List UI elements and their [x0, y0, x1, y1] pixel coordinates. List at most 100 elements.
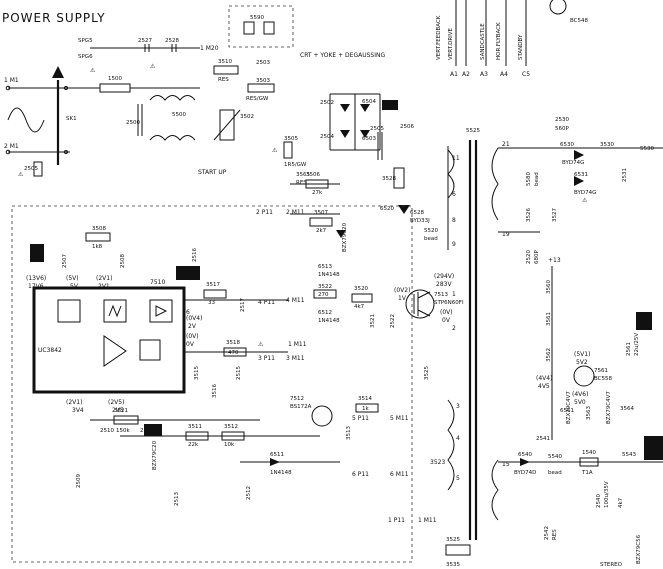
label-2516: 2516 [192, 248, 198, 262]
ic-warn-tag [30, 244, 44, 262]
label-2506: 2506 [400, 124, 414, 130]
warning-symbol-2: ⚠ [90, 67, 96, 74]
value-7512: BS172A [290, 404, 312, 410]
bridge-frame [329, 93, 381, 151]
crt-connector-right [263, 21, 275, 35]
ic-name: UC3842 [38, 347, 62, 354]
value-3565: RES [296, 180, 307, 186]
resistor-3517 [203, 289, 227, 299]
label-6504: 6504 [362, 99, 376, 105]
v-13v6: (13V6) [26, 275, 46, 282]
transformer-core [468, 140, 478, 540]
label-3530: 3530 [600, 142, 614, 148]
value-2520: 680P [534, 250, 540, 264]
value-3522: 270 [318, 292, 329, 298]
label-3517: 3517 [206, 282, 220, 288]
label-2561: 2561 [626, 342, 632, 356]
label-bead1: bead [424, 236, 438, 242]
label-3512: 3512 [224, 424, 238, 430]
conn-2m11: 2 M11 [286, 209, 305, 216]
value-2540: 100u/35V [604, 481, 610, 508]
v-2v1-a: (2V1) [96, 275, 112, 282]
label-3527: 3527 [552, 208, 558, 222]
mosfet-symbol [413, 291, 431, 317]
gate-warn-tag [176, 266, 200, 280]
fuse-1540 [579, 457, 599, 467]
label-6511: 6511 [270, 452, 284, 458]
ic-block-driver [149, 299, 173, 323]
label-6569: BZX79C56 [636, 534, 642, 564]
v-2v5-b: 2V5 [112, 407, 124, 414]
warning-symbol-4: ⚠ [258, 341, 264, 348]
v-1v: 1V [398, 295, 407, 302]
node-5: 5 [456, 475, 460, 482]
sk1-contact-bottom [64, 150, 68, 154]
label-3520: 3520 [354, 286, 368, 292]
label-3545: 4k7 [618, 497, 624, 508]
warning-symbol-3: ⚠ [150, 63, 156, 70]
label-3503: 3503 [256, 78, 270, 84]
ic-uc3842-box [32, 286, 186, 394]
resistor-3505 [283, 141, 293, 159]
resistor-3507 [309, 217, 333, 227]
node-2: 2 [452, 325, 456, 332]
v-0v4: (0V4) [186, 315, 202, 322]
label-5540: 5540 [548, 454, 562, 460]
label-2522: 2522 [390, 314, 396, 328]
label-6513: 6513 [318, 264, 332, 270]
secondary-wires [498, 147, 663, 233]
label-6520: 6520 [380, 206, 394, 212]
v-2v: 2V [188, 323, 197, 330]
resistor-3520 [351, 293, 373, 303]
label-5530: 5530 [640, 146, 654, 152]
filter-5500-bottom [149, 135, 196, 141]
label-2504: 2504 [320, 134, 334, 140]
pin-a3: A3 [480, 71, 488, 78]
conn-5p11: 5 P11 [352, 415, 369, 422]
warning-symbol-6: ⚠ [582, 197, 588, 204]
label-3525: 3525 [424, 366, 430, 380]
v-2v1-c: (2V1) [66, 399, 82, 406]
secondary-coil-2 [491, 459, 499, 521]
ptc-3501 [219, 109, 235, 141]
label-3511: 3511 [188, 424, 202, 430]
label-6506: BZX79C20 [342, 222, 348, 252]
v-5v1: (5V1) [574, 351, 590, 358]
cap-2505 [377, 132, 383, 160]
node-9: 9 [452, 241, 456, 248]
bridge-warn-tag [382, 100, 398, 110]
label-5525: 5525 [466, 128, 480, 134]
value-3505: 1R5/GW [284, 162, 307, 168]
label-2509: 2509 [76, 474, 82, 488]
plus-13: +13 [548, 257, 561, 264]
transformer-aux-coil [447, 399, 455, 491]
label-spg5: SPG5 [78, 38, 93, 44]
label-2528: 2528 [165, 38, 179, 44]
resistor-3521 [113, 415, 139, 425]
label-3522: 3522 [318, 284, 332, 290]
label-3518: 3518 [226, 340, 240, 346]
label-6530: 6530 [560, 142, 574, 148]
v-294v: (294V) [434, 273, 454, 280]
label-3564: 3564 [620, 406, 634, 412]
conn-1m11: 1 M11 [288, 341, 307, 348]
label-3535: 3535 [446, 562, 460, 568]
v-0v-c: (0V) [440, 309, 453, 316]
node-6: 6 [452, 191, 456, 198]
sine-wave-symbol [7, 107, 45, 133]
label-2512: 2512 [246, 486, 252, 500]
value-3503: RES/GW [246, 96, 269, 102]
value-1540: T1A [581, 470, 593, 476]
ptc-slash [213, 109, 241, 141]
value-3520: 4k7 [354, 304, 365, 310]
label-3526: 3526 [526, 208, 532, 222]
label-2530: 2530 [555, 117, 569, 123]
label-2517: 2517 [240, 298, 246, 312]
value-7561: BC558 [594, 376, 613, 382]
label-7513: 7513 [434, 292, 448, 298]
label-6510: BZX79C20 [152, 440, 158, 470]
label-3565: 3565 [296, 172, 310, 178]
diode-6531 [574, 176, 584, 186]
label-5580: 5580 [526, 172, 532, 186]
v-0v-b: 0V [186, 341, 195, 348]
